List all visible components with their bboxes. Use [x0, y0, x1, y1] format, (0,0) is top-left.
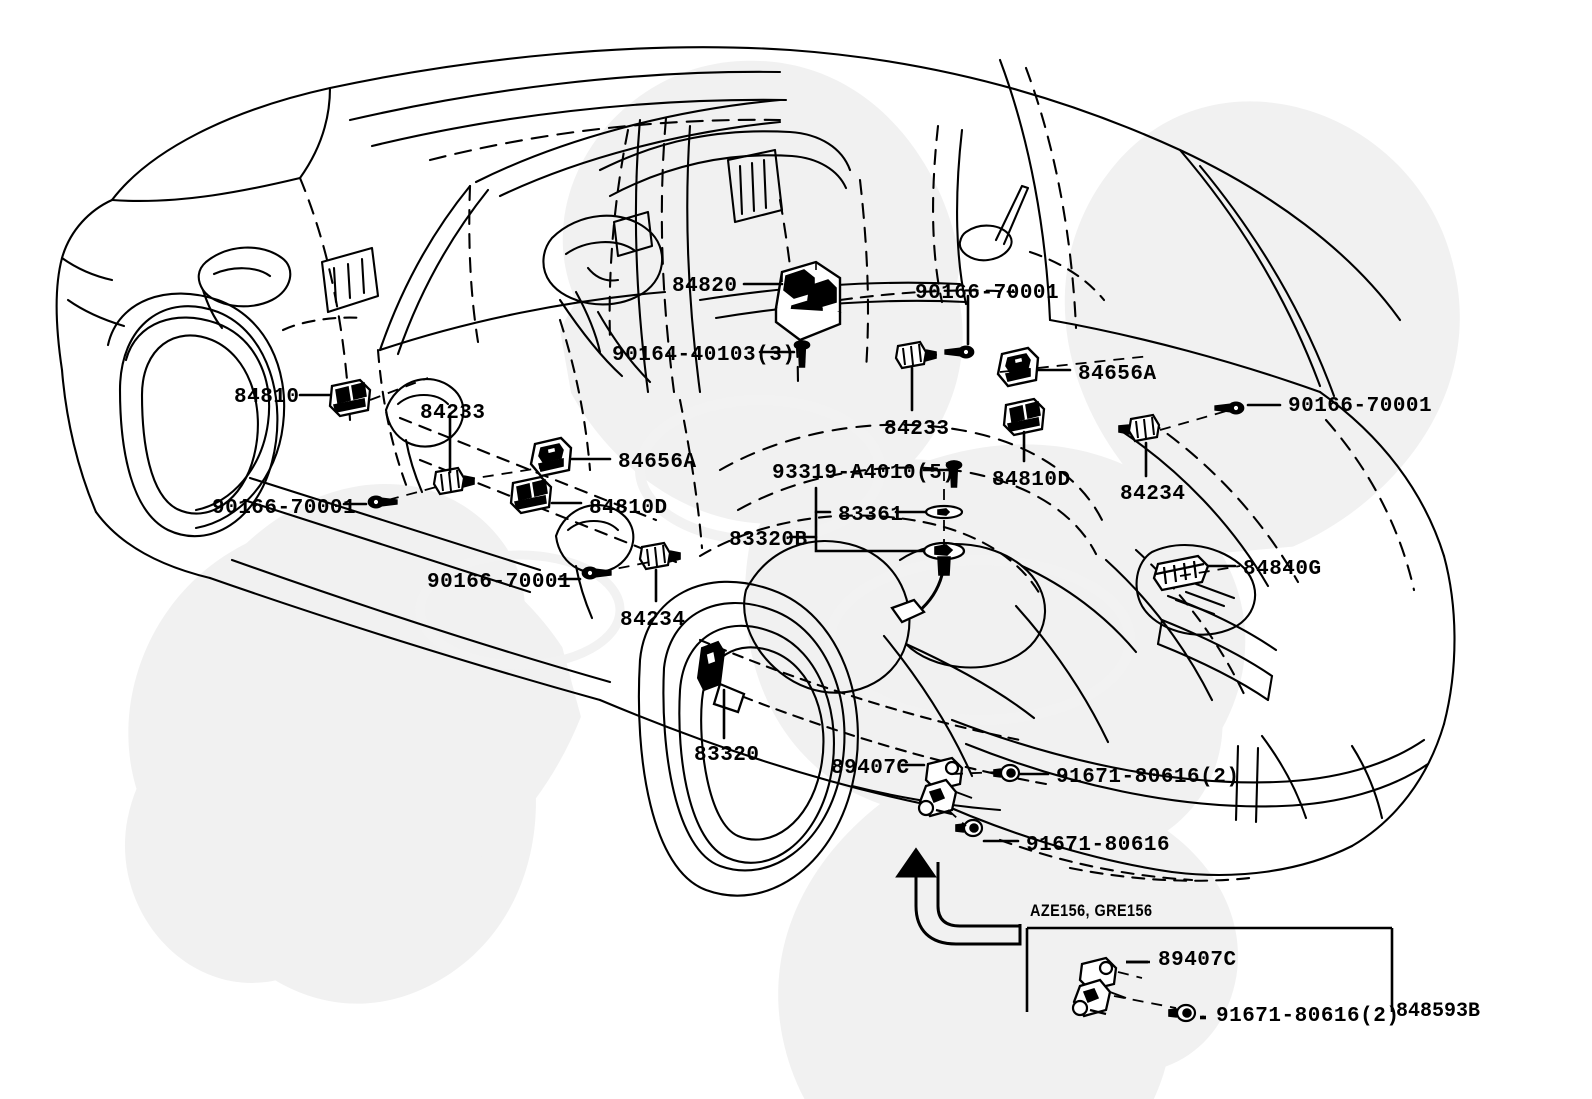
inset-panel: [1025, 926, 1394, 1012]
callout-89407C[interactable]: 89407C: [831, 757, 910, 780]
callout-83361[interactable]: 83361: [838, 504, 904, 527]
part-icons: [328, 260, 1245, 838]
inset-part-icons: [1071, 956, 1206, 1023]
part-91671-80616-bolt-main: [955, 818, 984, 838]
part-84234-switch-right: [1118, 413, 1161, 443]
callout-91671-80616[interactable]: 91671-80616: [1026, 834, 1171, 857]
inset-pointer-arrow: [895, 847, 1022, 946]
callout-84810D-left[interactable]: 84810D: [589, 497, 668, 520]
part-83320B-antenna-base: [922, 541, 966, 576]
callout-84656A-left[interactable]: 84656A: [618, 451, 697, 474]
part-83320B-cable-end: [890, 598, 926, 624]
part-84820-window-switch: [774, 260, 842, 342]
part-83361-grommet: [924, 504, 964, 520]
callout-90166-70001-right[interactable]: 90166-70001: [1288, 395, 1433, 418]
part-84810D-switch-left: [509, 475, 553, 515]
part-84810-switch-left: [328, 378, 372, 418]
inset-leader-lines: [1126, 960, 1206, 1020]
callout-83320[interactable]: 83320: [694, 744, 760, 767]
inset-callout-91671-80616-2[interactable]: 91671-80616(2): [1216, 1005, 1400, 1028]
callout-84233-left[interactable]: 84233: [420, 402, 486, 425]
callout-84810[interactable]: 84810: [234, 386, 300, 409]
part-84233-switch-left: [432, 466, 475, 496]
car-body-outline: [55, 46, 1456, 897]
callout-84234-left[interactable]: 84234: [620, 609, 686, 632]
inset-callout-89407C[interactable]: 89407C: [1158, 949, 1237, 972]
part-84233-switch-right: [894, 340, 937, 370]
part-84810D-switch-right: [1002, 397, 1046, 437]
callout-84234-right[interactable]: 84234: [1120, 483, 1186, 506]
callout-90166-70001-bottom-left[interactable]: 90166-70001: [427, 571, 572, 594]
part-84234-switch-left: [638, 541, 681, 571]
part-84656A-switch-left: [529, 436, 573, 478]
callout-84810D-right[interactable]: 84810D: [992, 469, 1071, 492]
inset-applicability-note: AZE156, GRE156: [1030, 901, 1153, 920]
callout-84820[interactable]: 84820: [672, 275, 738, 298]
assembly-locator-lines: [369, 351, 1241, 827]
callout-83320B[interactable]: 83320B: [729, 529, 808, 552]
part-84656A-switch-right: [996, 346, 1040, 388]
part-83320-antenna-cord: [696, 640, 746, 714]
callout-84233-right[interactable]: 84233: [884, 418, 950, 441]
callout-84840G[interactable]: 84840G: [1243, 558, 1322, 581]
part-84840G-switch: [1152, 554, 1210, 592]
inset-part-91671-80616-2-bolt: [1168, 1003, 1197, 1023]
callout-90166-70001-left[interactable]: 90166-70001: [212, 497, 357, 520]
callout-93319-A4010-5[interactable]: 93319-A4010(5): [772, 462, 956, 485]
callout-90164-40103-3[interactable]: 90164-40103(3): [612, 344, 796, 367]
leader-lines: [298, 282, 1282, 843]
callout-91671-80616-2[interactable]: 91671-80616(2): [1056, 766, 1240, 789]
part-89407C-sensor-main: [917, 756, 973, 818]
inset-part-89407C-sensor: [1071, 956, 1127, 1018]
callout-84656A-right[interactable]: 84656A: [1078, 363, 1157, 386]
callout-90166-70001-top[interactable]: 90166-70001: [915, 282, 1060, 305]
diagram-code: 848593B: [1396, 1000, 1481, 1023]
